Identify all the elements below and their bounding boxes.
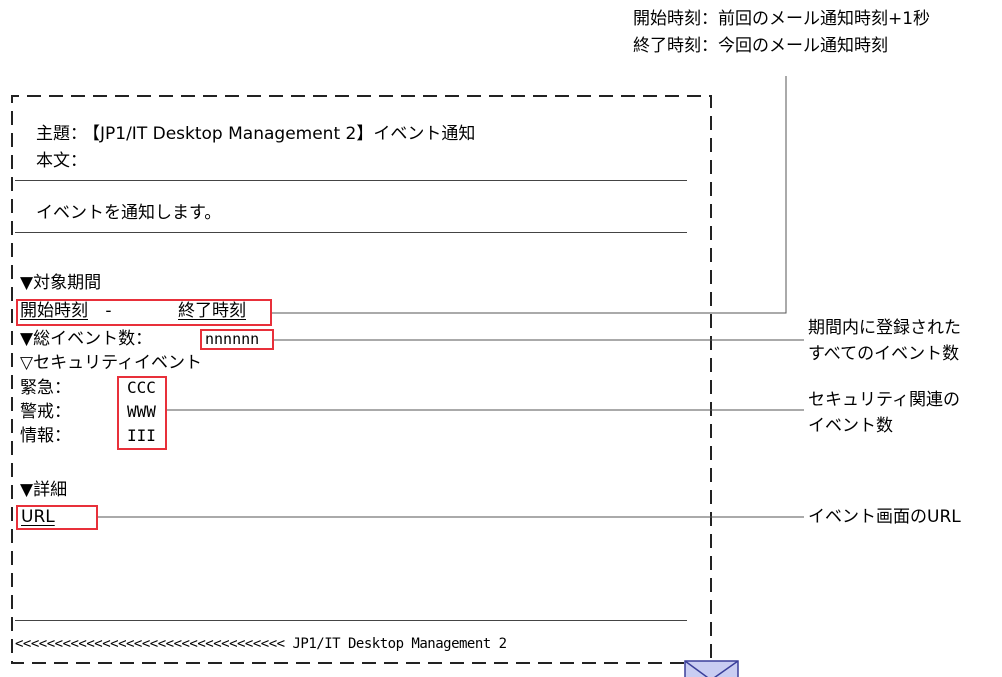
period-leader-line	[272, 76, 787, 314]
separator-line	[15, 232, 687, 233]
subject-value: 【JP1/IT Desktop Management 2】イベント通知	[83, 124, 476, 144]
callout-security-line1: セキュリティ関連の	[808, 390, 960, 410]
separator-line	[15, 620, 687, 621]
callout-url: イベント画面のURL	[808, 507, 961, 527]
email-outline	[11, 95, 712, 664]
callout-total-line1: 期間内に登録された	[808, 318, 961, 338]
start-time-note: 開始時刻：前回のメール通知時刻+1秒	[633, 9, 931, 29]
body-label: 本文：	[36, 151, 87, 171]
url-text: URL	[21, 507, 55, 527]
subject-label: 主題：	[36, 124, 87, 144]
callout-total-line2: すべてのイベント数	[808, 344, 960, 364]
detail-heading: ▼詳細	[20, 480, 68, 500]
security-value-info: III	[127, 426, 156, 445]
total-events-box	[200, 329, 274, 350]
period-start: 開始時刻	[20, 301, 88, 321]
period-heading: ▼対象期間	[20, 273, 102, 293]
end-time-note: 終了時刻：今回のメール通知時刻	[633, 36, 888, 56]
separator-line	[15, 180, 687, 181]
period-end: 終了時刻	[178, 301, 246, 321]
callout-security-line2: イベント数	[808, 416, 893, 436]
total-events-label: ▼総イベント数：	[20, 329, 153, 349]
envelope-icon	[684, 660, 739, 677]
signature-line: <<<<<<<<<<<<<<<<<<<<<<<<<<<<<<<<<< JP1/I…	[15, 636, 507, 652]
security-label-critical: 緊急：	[20, 378, 71, 398]
security-value-warning: WWW	[127, 402, 156, 421]
security-value-critical: CCC	[127, 378, 156, 397]
period-separator: -	[100, 301, 117, 321]
security-label-warning: 警戒：	[20, 402, 71, 422]
security-counts-box	[117, 376, 167, 450]
total-events-value: nnnnnn	[205, 330, 260, 348]
security-heading: ▽セキュリティイベント	[20, 353, 203, 373]
intro-text: イベントを通知します。	[36, 203, 222, 223]
period-highlight-box	[16, 299, 272, 326]
url-highlight-box	[16, 505, 98, 530]
security-label-info: 情報：	[20, 426, 71, 446]
